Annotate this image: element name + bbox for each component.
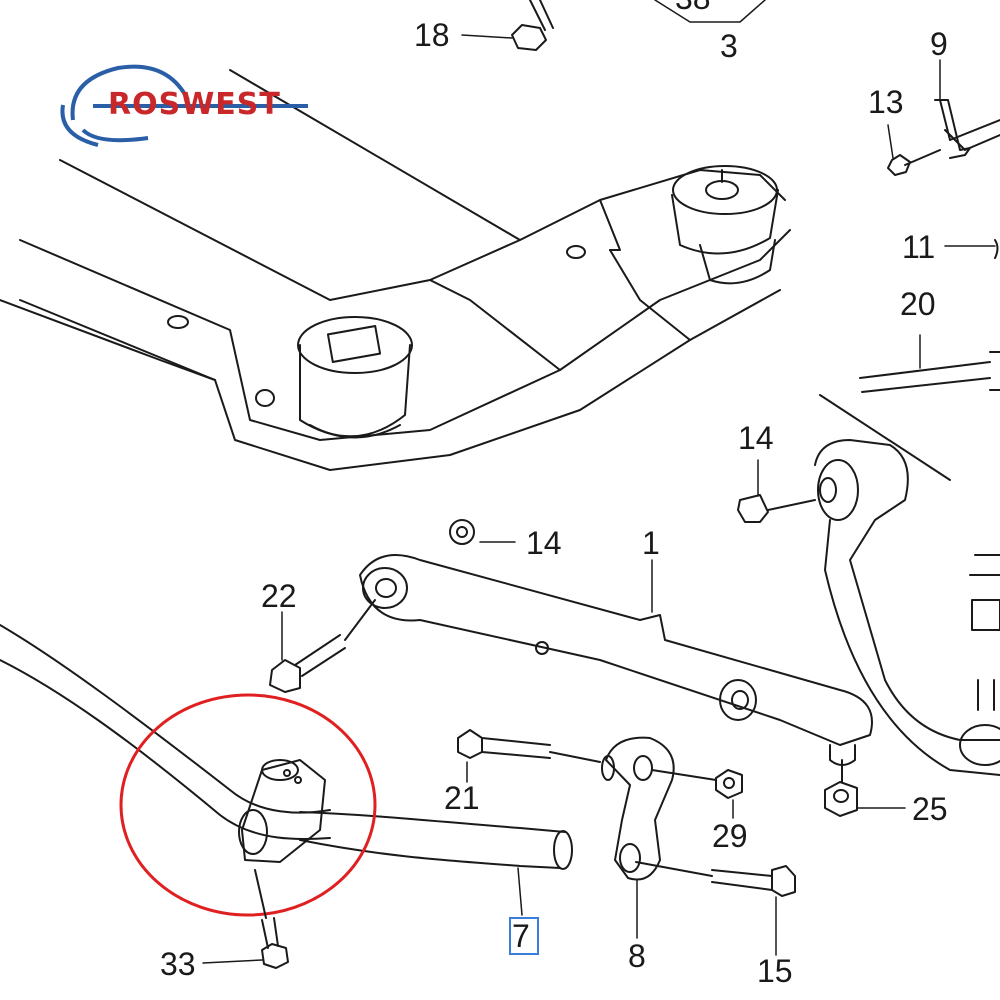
control-arm-lower <box>359 554 873 766</box>
label-15: 15 <box>757 953 793 989</box>
bracket-9 <box>934 99 1000 159</box>
nut-29 <box>651 769 743 799</box>
label-11: 11 <box>902 229 936 265</box>
nut-14-right <box>737 494 816 523</box>
label-7: 7 <box>512 918 530 954</box>
label-33: 33 <box>160 946 196 982</box>
nut-25 <box>824 759 858 817</box>
label-18: 18 <box>414 17 450 53</box>
stabilizer-bar <box>0 624 573 870</box>
label-29: 29 <box>712 818 748 854</box>
label-22: 22 <box>261 578 297 614</box>
part-11-end <box>994 239 999 259</box>
brand-logo: ROSWEST <box>58 60 318 150</box>
highlight-circle <box>119 693 377 917</box>
label-9: 9 <box>930 26 948 62</box>
label-21: 21 <box>444 780 480 816</box>
bolt-33 <box>254 869 289 969</box>
bolt-13 <box>887 149 941 176</box>
label-7-highlight-box <box>509 917 539 955</box>
control-arm-upper <box>814 439 1000 776</box>
coupling-rod <box>601 736 675 881</box>
label-14-right: 14 <box>738 420 774 456</box>
label-3: 3 <box>720 28 738 64</box>
label-20: 20 <box>900 286 936 322</box>
leader-lines <box>202 0 996 964</box>
subframe-mount-left <box>297 316 413 439</box>
label-25: 25 <box>912 791 948 827</box>
brand-name: ROSWEST <box>108 87 281 122</box>
washer-14-center <box>449 519 475 545</box>
bolt-20 <box>819 351 1000 481</box>
label-8: 8 <box>628 938 646 974</box>
bolt-22 <box>269 599 376 693</box>
subframe-mount-right <box>671 165 779 285</box>
label-13: 13 <box>868 84 904 120</box>
label-38: 38 <box>675 0 711 14</box>
bolt-21 <box>457 729 601 763</box>
stabilizer-clamp <box>238 759 326 863</box>
subframe <box>0 69 791 471</box>
label-14-center: 14 <box>526 525 562 561</box>
bolt-15 <box>635 861 796 897</box>
logo-swoosh-icon <box>60 64 308 147</box>
bolt-18 <box>511 0 554 51</box>
label-1: 1 <box>642 525 660 561</box>
